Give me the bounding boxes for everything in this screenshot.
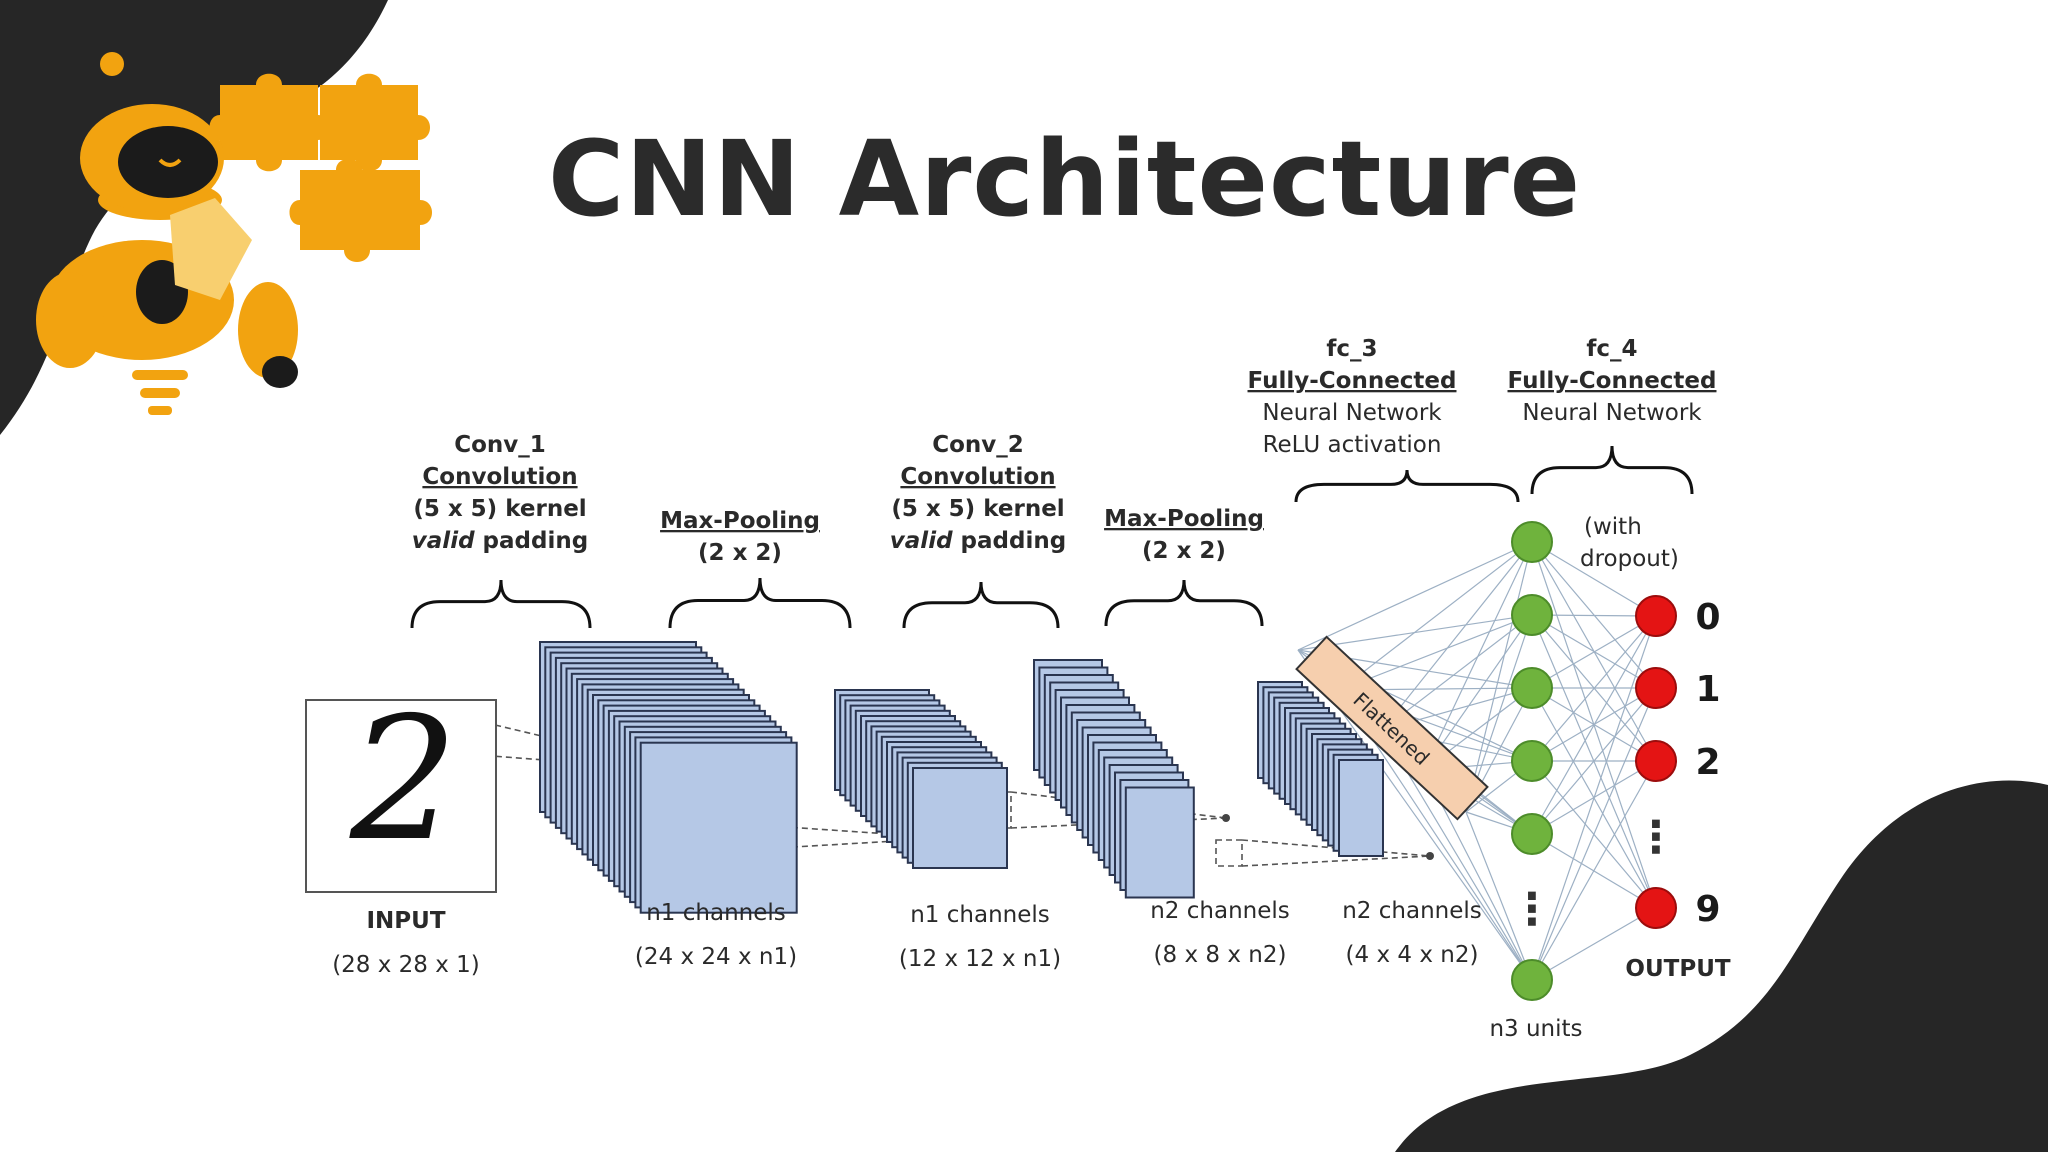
bottom-right-dark-blob: [1395, 780, 2048, 1152]
dropout-note-1: (with: [1584, 514, 1642, 540]
fc3-edge: [1339, 541, 1533, 691]
group-type-pool1: Max-Pooling: [660, 508, 820, 534]
projection-dot-3: [1222, 814, 1230, 822]
group-name-fc4: fc_4: [1586, 336, 1637, 362]
feature-map-dims-4: (4 x 4 x n2): [1346, 942, 1479, 968]
hidden-units-label: n3 units: [1489, 1016, 1582, 1042]
receptive-field-4: [1215, 839, 1243, 867]
group-line4-conv2: valid padding: [890, 528, 1066, 554]
group-size-pool1: (2 x 2): [698, 540, 782, 566]
feature-map-stack-2: [834, 689, 1008, 869]
flattened-bar-shape: [1295, 635, 1489, 821]
hidden-node: [1511, 959, 1553, 1001]
fc4-edge: [1531, 541, 1657, 617]
group-line3-fc3: Neural Network: [1262, 400, 1442, 426]
input-image-frame: [305, 699, 497, 893]
fc4-edge: [1531, 615, 1657, 689]
group-line3-fc4: Neural Network: [1522, 400, 1702, 426]
output-node: [1635, 667, 1677, 709]
feature-map-label-1: n1 channels: [646, 900, 786, 926]
top-left-dark-blob: [0, 0, 388, 435]
brace-fc4: [1530, 445, 1694, 495]
hidden-node: [1511, 813, 1553, 855]
feature-map-stack-3: [1033, 659, 1195, 899]
page-title: CNN Architecture: [548, 118, 1582, 240]
group-type-fc4: Fully-Connected: [1508, 368, 1717, 394]
group-type-conv2: Convolution: [900, 464, 1055, 490]
output-digit-0: 0: [1695, 597, 1720, 638]
group-type-conv1: Convolution: [422, 464, 577, 490]
group-size-pool2: (2 x 2): [1142, 538, 1226, 564]
dropout-note-2: dropout): [1580, 546, 1679, 572]
input-label: INPUT: [366, 908, 445, 934]
group-name-conv2: Conv_2: [932, 432, 1024, 458]
group-line4-fc3: ReLU activation: [1263, 432, 1442, 458]
projection-dot-4: [1426, 852, 1434, 860]
network-nodes: ⋮⋮: [1510, 521, 1678, 1001]
feature-map-dims-1: (24 x 24 x n1): [635, 944, 797, 970]
fc4-edge: [1531, 615, 1657, 835]
fc3-edge: [1465, 811, 1533, 981]
fc4-edge: [1531, 615, 1657, 981]
brace-fc3: [1294, 469, 1520, 503]
output-digit-2: 2: [1695, 742, 1720, 783]
group-type-pool2: Max-Pooling: [1104, 506, 1264, 532]
feature-map-label-3: n2 channels: [1150, 898, 1290, 924]
group-line4-conv1: valid padding: [412, 528, 588, 554]
feature-map-dims-3: (8 x 8 x n2): [1154, 942, 1287, 968]
brace-conv2: [902, 581, 1060, 629]
fc4-edge: [1531, 687, 1657, 981]
fc3-edge: [1339, 614, 1533, 691]
feature-map-label-4: n2 channels: [1342, 898, 1482, 924]
puzzle-pieces-icon: [209, 73, 432, 262]
hidden-node: [1511, 667, 1553, 709]
output-label: OUTPUT: [1625, 956, 1730, 982]
fc4-edge: [1531, 615, 1657, 762]
output-node: [1635, 740, 1677, 782]
hidden-node: [1511, 521, 1553, 563]
feature-map-stack-1: [539, 641, 798, 914]
feature-map-label-2: n1 channels: [910, 902, 1050, 928]
hidden-node: [1511, 740, 1553, 782]
group-type-fc3: Fully-Connected: [1248, 368, 1457, 394]
robot-mascot-icon: [36, 52, 298, 415]
output-node: [1635, 887, 1677, 929]
fc4-edge: [1531, 907, 1657, 981]
fc3-edge: [1381, 541, 1533, 731]
projection-4b: [1241, 855, 1431, 867]
fc3-edge: [1423, 541, 1533, 771]
fc4-edge: [1531, 760, 1657, 981]
group-name-conv1: Conv_1: [454, 432, 546, 458]
brace-pool1: [668, 577, 852, 629]
group-name-fc3: fc_3: [1326, 336, 1377, 362]
group-braces: [410, 445, 1694, 629]
fc3-edge: [1297, 541, 1533, 651]
brace-conv1: [410, 579, 592, 629]
projection-3b: [1010, 817, 1227, 829]
feature-map-dims-2: (12 x 12 x n1): [899, 946, 1061, 972]
hidden-ellipsis: ⋮: [1510, 884, 1554, 935]
output-node: [1635, 595, 1677, 637]
hidden-node: [1511, 594, 1553, 636]
input-digit-glyph: 2: [349, 681, 458, 879]
output-digit-9: 9: [1695, 889, 1720, 930]
feature-map-stack-4: [1257, 681, 1384, 857]
output-digit-1: 1: [1695, 669, 1720, 710]
group-line3-conv2: (5 x 5) kernel: [891, 496, 1064, 522]
input-dims: (28 x 28 x 1): [332, 952, 480, 978]
output-ellipsis: ⋮: [1634, 812, 1678, 863]
fc3-edge: [1465, 541, 1533, 813]
brace-pool2: [1104, 579, 1264, 627]
fc4-edge: [1531, 687, 1657, 835]
group-line3-conv1: (5 x 5) kernel: [413, 496, 586, 522]
